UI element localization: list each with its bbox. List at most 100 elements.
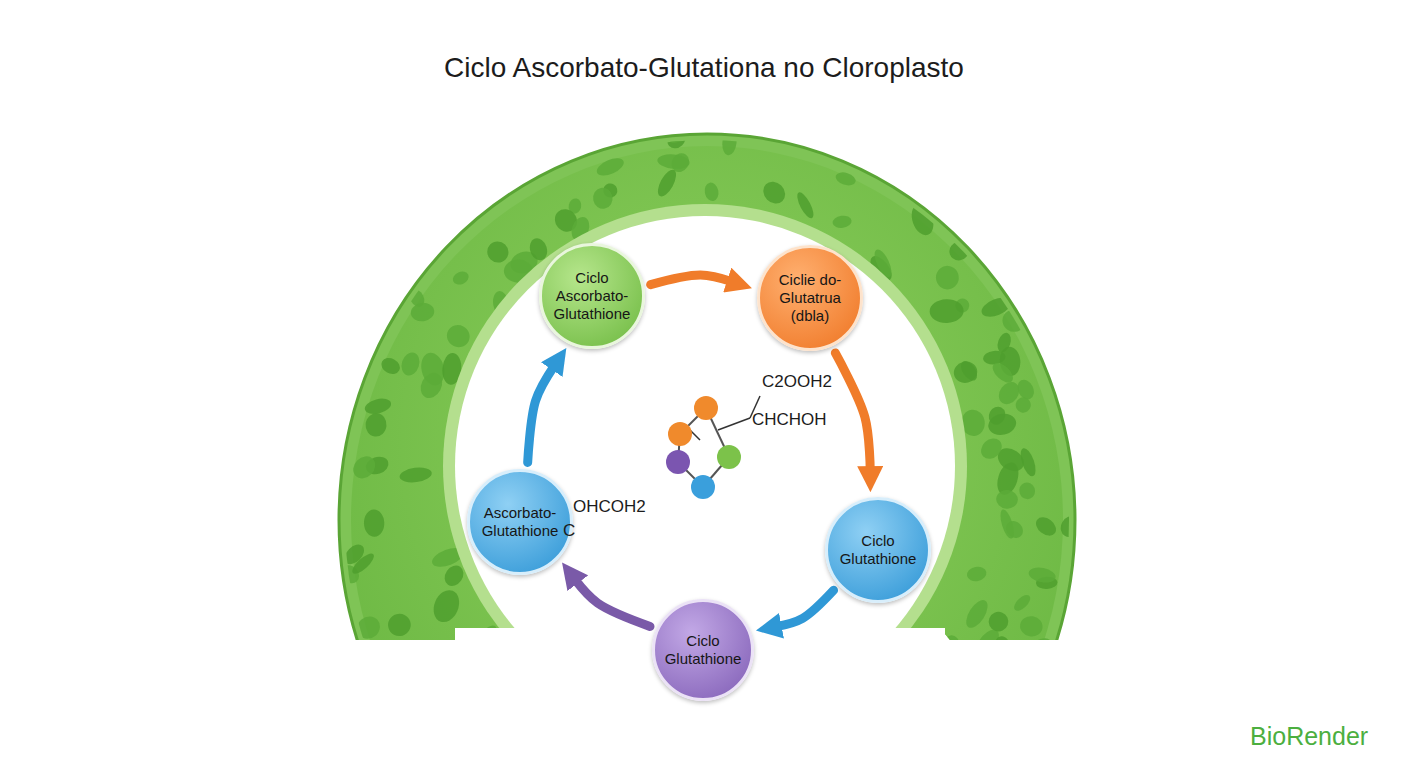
granum [483,237,513,267]
diagram-title: Ciclo Ascorbato-Glutationa no Cloroplast… [0,52,1408,84]
thylakoid-grana [322,78,1083,768]
granum [1014,396,1032,415]
granum [630,96,658,127]
granum [364,412,387,437]
granum [429,586,464,626]
granum [764,90,782,111]
watermark: BioRender [1250,722,1368,751]
granum [524,166,543,184]
molecule-symbol [666,396,760,499]
granum [372,306,391,324]
cycle-circle: Ciclo Glutathione [652,599,754,701]
granum [992,635,1014,670]
cycle-circle: Ciclo Glutathione [825,497,931,603]
granum [832,214,853,229]
granum [353,612,385,644]
granum [612,93,642,116]
granum [962,597,992,632]
granum [363,509,384,537]
granum [657,153,691,170]
cycle-arrow [651,275,733,285]
granum [759,177,790,208]
cycle-label: Ciclo Glutathione [660,632,746,669]
granum [664,127,689,152]
granum [346,344,368,364]
cycle-arrow [835,353,870,471]
granum [654,167,679,199]
granum [986,609,1011,634]
granum [1006,286,1032,310]
granum [979,294,1014,320]
granum [322,461,343,496]
granum [995,489,1018,509]
cycle-circle: Ascorbato-Glutathione [467,469,573,575]
granum [839,118,869,140]
granum [439,181,473,218]
granum [1057,513,1083,541]
chloroplast-body [322,78,1083,768]
granum [349,551,376,577]
granum [1011,592,1033,613]
granum [958,358,981,383]
granum [590,114,612,142]
granum [385,611,413,639]
granum [885,136,907,156]
granum [555,144,580,162]
granum [966,565,988,583]
formula-label: CHCHOH [752,410,827,430]
cycle-circle: Ciclie do-Glutatrua (dbla) [757,245,864,352]
cycle-label: Ascorbato-Glutathione [475,504,565,541]
granum [411,215,445,236]
granum [624,102,651,134]
granum [662,122,686,146]
granum [399,350,423,378]
granum [961,696,985,720]
cycle-label: Ciclie do-Glutatrua (dbla) [765,271,856,326]
cycle-arrow [528,365,555,462]
formula-label: C [563,521,575,541]
granum [378,355,402,377]
granum [349,452,380,483]
granum [675,102,694,123]
cycle-circle: Ciclo Ascorbato-Glutathione [539,243,644,348]
granum [417,369,447,402]
granum [1027,565,1057,584]
granum [962,223,996,254]
stroma [351,146,1063,768]
granum [941,695,976,732]
granum [1019,614,1045,638]
cycle-arrow [575,579,650,626]
granum [443,321,473,351]
formula-label: OHCOH2 [573,497,646,517]
granum [451,269,471,287]
granum [399,466,433,484]
granum [347,339,372,364]
granum [908,201,938,238]
cycle-label: Ciclo Ascorbato-Glutathione [547,269,636,324]
formula-label: C2OOH2 [762,372,832,392]
granum [977,434,1006,463]
granum [422,210,452,227]
granum [986,411,1018,437]
cycle-label: Ciclo Glutathione [833,532,923,569]
granum [948,241,969,262]
granum [794,190,816,220]
granum [721,129,738,156]
granum [935,265,961,291]
granum [943,635,960,657]
granum [1032,314,1067,349]
granum [703,181,720,202]
granum [622,84,647,109]
granum [834,170,857,188]
granum [410,301,436,323]
cycle-arrow [776,590,833,626]
granum [1020,634,1056,667]
granum [1040,315,1064,351]
granum [1017,480,1038,501]
granum [952,359,980,385]
granum [594,155,626,179]
granum [591,186,614,210]
granum [998,508,1017,540]
granum [929,298,964,323]
granum [1032,514,1059,540]
